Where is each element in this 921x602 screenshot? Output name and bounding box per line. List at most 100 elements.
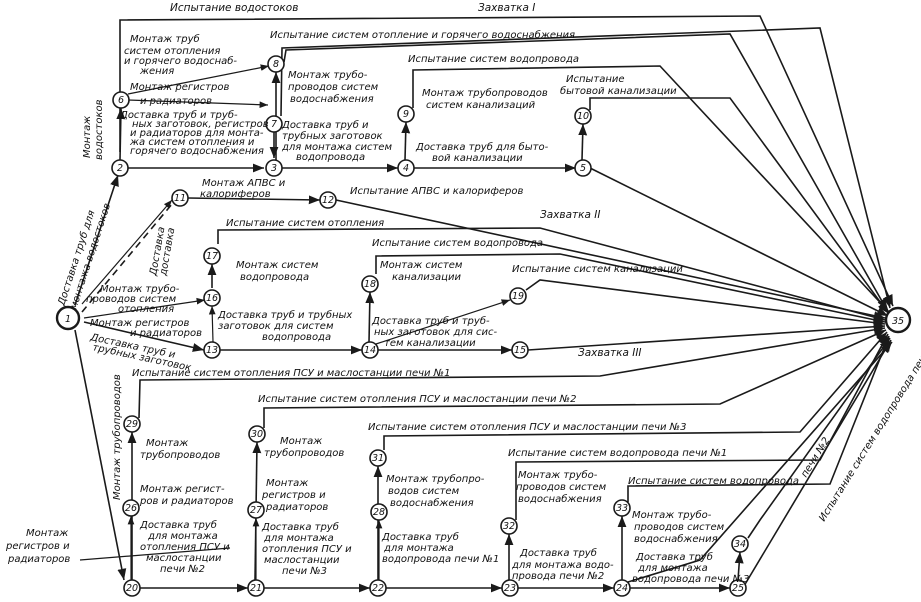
activity-label-side-l3: радиаторов: [7, 554, 70, 565]
activity-label-a1-29: Монтаж трубопроводов: [111, 374, 123, 500]
event-node-27[interactable]: 27: [247, 501, 265, 519]
event-node-9[interactable]: 9: [397, 105, 415, 123]
edge-34-36: [747, 337, 891, 539]
event-node-14[interactable]: 14: [361, 341, 379, 359]
activity-label-n30: 30: [251, 429, 263, 440]
activity-label-a6-7-m4: жения: [139, 66, 174, 77]
activity-label-a3-8-l3: водоснабжения: [290, 93, 374, 105]
label-mount-drains-1: Монтаж: [82, 116, 93, 158]
edge-10-36: [589, 97, 890, 315]
event-node-4[interactable]: 4: [397, 159, 415, 177]
activity-label-a4-5-l2: вой канализации: [432, 153, 523, 164]
event-node-28[interactable]: 28: [370, 503, 388, 521]
activity-label-n8: 8: [273, 59, 279, 70]
event-node-15[interactable]: 15: [511, 341, 529, 359]
activity-label-n23: 23: [504, 583, 516, 594]
activity-label-a6-7-r1: Монтаж регистров: [130, 82, 229, 93]
event-node-24[interactable]: 24: [613, 579, 631, 597]
activity-label-a3-4-l1: Доставка труб и: [281, 119, 369, 131]
activity-label-a22-31-l2: водов систем: [388, 486, 460, 497]
edge-drains: [119, 15, 894, 307]
edge-5-10: [578, 123, 588, 161]
event-node-32[interactable]: 32: [500, 517, 518, 535]
event-node-23[interactable]: 23: [501, 579, 519, 597]
activity-label-a14-19-l2: канализации: [392, 272, 461, 283]
activity-label-t-water2: Испытание систем водопровода: [372, 238, 543, 249]
event-node-12[interactable]: 12: [319, 191, 337, 209]
edge-4-9: [401, 121, 411, 161]
event-node-1[interactable]: 1: [55, 305, 81, 331]
edge-29-36: [138, 325, 886, 419]
event-node-10[interactable]: 10: [574, 107, 592, 125]
edge-8-36a: [283, 33, 888, 311]
edge-17-36: [217, 227, 886, 322]
activity-label-t-water-p1: Испытание систем водопровода печи №1: [508, 448, 727, 459]
activity-label-a21-22-l5: печи №3: [282, 566, 327, 577]
activity-label-a2-3-l4: жа систем отопления и: [129, 137, 255, 148]
activity-label-n22: 22: [372, 583, 384, 594]
activity-label-n1: 1: [65, 314, 71, 325]
edge-31-36: [383, 331, 888, 450]
edge-30-36: [263, 329, 887, 428]
activity-label-a20-21-l4: маслостанции: [146, 553, 222, 564]
event-node-33[interactable]: 33: [613, 499, 631, 517]
event-node-17[interactable]: 17: [203, 247, 221, 265]
activity-label-a3-4-l4: водопровода: [296, 152, 365, 163]
activity-label-a24-25-l2: для монтажа: [637, 563, 708, 574]
activity-label-n34: 34: [734, 539, 746, 550]
event-node-20[interactable]: 20: [123, 579, 141, 597]
activity-label-a21-30-l1: Монтаж: [280, 436, 322, 447]
event-node-3[interactable]: 3: [265, 159, 283, 177]
activity-label-a23-24-l1: Доставка труб: [519, 547, 597, 559]
activity-label-a20-21-l3: отопления ПСУ и: [140, 542, 230, 553]
activity-label-a3-4-l3: для монтажа систем: [281, 142, 392, 153]
edge-6-7b: [127, 64, 270, 95]
activity-label-a14-15-l2: ных заготовок для сис-: [374, 327, 498, 338]
activity-label-a1-11-l1: Монтаж АПВС и: [202, 178, 286, 189]
event-node-19[interactable]: 19: [509, 287, 527, 305]
header-zone-3: Захватка III: [578, 347, 642, 359]
activity-label-n9: 9: [403, 109, 409, 120]
event-node-21[interactable]: 21: [247, 579, 265, 597]
edge-19-36: [525, 279, 886, 328]
activity-label-n21: 21: [250, 583, 262, 594]
activity-label-t-heat2: Испытание систем отопления: [226, 218, 384, 229]
event-node-29[interactable]: 29: [123, 415, 141, 433]
activity-label-n6: 6: [118, 95, 124, 106]
activity-label-a2-3-l2: ных заготовок, регистров: [132, 119, 269, 130]
activity-arrows: [74, 15, 894, 593]
event-node-22[interactable]: 22: [369, 579, 387, 597]
event-node-11[interactable]: 11: [171, 189, 189, 207]
activity-label-n7: 7: [271, 119, 277, 130]
activity-label-n32: 32: [503, 521, 515, 532]
event-node-31[interactable]: 31: [369, 449, 387, 467]
activity-label-a22-31-l1: Монтаж трубопро-: [386, 473, 485, 485]
event-node-30[interactable]: 30: [248, 425, 266, 443]
activity-label-n19: 19: [512, 291, 524, 302]
activity-label-a13-14-l1: Доставка труб и трубных: [217, 309, 352, 321]
activity-label-a23-33-l2: проводов систем: [516, 482, 607, 493]
event-node-7[interactable]: 7: [265, 115, 283, 133]
event-node-8[interactable]: 8: [267, 55, 285, 73]
activity-label-t-heat-hot: Испытание систем отопление и горячего во…: [270, 29, 575, 41]
edge-33-36: [627, 335, 890, 502]
event-node-25[interactable]: 25: [729, 579, 747, 597]
edge-25-34: [734, 551, 744, 581]
event-node-26[interactable]: 26: [122, 499, 140, 517]
event-node-16[interactable]: 16: [203, 289, 221, 307]
event-node-2[interactable]: 2: [111, 159, 129, 177]
header-zone-2: Захватка II: [540, 209, 600, 221]
edge-1-13: [83, 321, 205, 352]
activity-label-a24-34-l1: Монтаж трубо-: [632, 509, 712, 521]
event-node-6[interactable]: 6: [112, 91, 130, 109]
event-node-18[interactable]: 18: [361, 275, 379, 293]
event-node-35[interactable]: 35: [884, 306, 912, 334]
event-node-5[interactable]: 5: [574, 159, 592, 177]
activity-label-n24: 24: [616, 583, 628, 594]
event-node-13[interactable]: 13: [203, 341, 221, 359]
activity-label-a22-23-l2: для монтажа: [383, 543, 454, 554]
activity-label-a13-14-l2: заготовок для систем: [218, 321, 334, 332]
edge-14-19: [375, 299, 511, 345]
activity-label-a13-17-l3: отопления: [118, 304, 174, 315]
event-node-34[interactable]: 34: [731, 535, 749, 553]
